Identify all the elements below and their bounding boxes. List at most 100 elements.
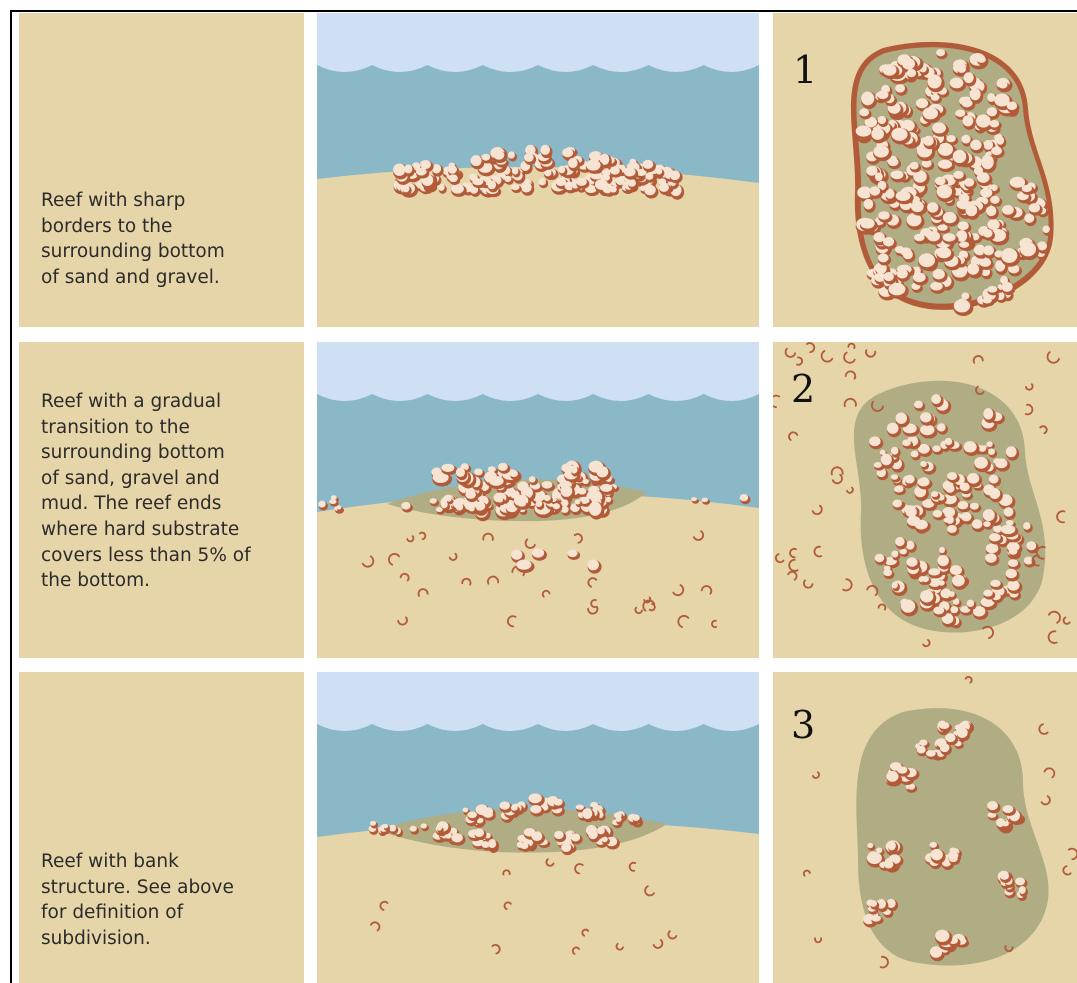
stone [964, 72, 974, 83]
pebble [804, 580, 813, 587]
stone [930, 282, 942, 291]
stone [1009, 548, 1018, 555]
stone [859, 108, 869, 116]
stone [393, 164, 406, 176]
stone [856, 125, 872, 136]
row1-description: Reef with sharp borders to the surroundi… [41, 188, 296, 290]
pebble [797, 357, 802, 364]
stone [953, 171, 963, 179]
stone [562, 148, 573, 157]
row2-profile-panel [317, 342, 759, 658]
stone [441, 501, 448, 508]
frame-top-border [10, 10, 1077, 12]
stone [430, 498, 437, 504]
stone [954, 299, 970, 312]
stone [874, 462, 882, 468]
stone [497, 497, 503, 503]
stone [600, 484, 612, 492]
stone [906, 541, 915, 550]
stone [871, 128, 884, 140]
stone [987, 286, 997, 293]
stone [932, 123, 946, 134]
stone [990, 196, 1000, 204]
stone [597, 827, 605, 835]
stone [979, 258, 991, 266]
stone [540, 145, 550, 155]
pebble [1026, 405, 1033, 415]
row2-number: 2 [791, 370, 815, 408]
stone [983, 521, 991, 527]
stone [897, 766, 907, 773]
stone [410, 826, 417, 832]
stone [915, 520, 928, 530]
stone [931, 849, 943, 860]
stone [1029, 203, 1040, 212]
stone [962, 115, 973, 126]
stone [977, 172, 990, 183]
stone [897, 269, 908, 279]
stone [931, 491, 938, 497]
stone [885, 189, 894, 198]
stone [891, 474, 898, 480]
stone [945, 438, 953, 445]
stone [456, 468, 465, 478]
stone [923, 136, 934, 146]
stone [989, 488, 1000, 499]
stone [511, 550, 522, 560]
stone [571, 833, 580, 841]
stone [932, 445, 941, 452]
stone [983, 408, 993, 419]
stone [937, 555, 948, 566]
stone [401, 502, 410, 510]
stone [891, 128, 907, 141]
stone [576, 805, 584, 810]
stone [989, 533, 1001, 541]
stone [561, 843, 571, 852]
stone [920, 590, 933, 602]
row1-profile-view [317, 13, 759, 327]
stone [989, 475, 999, 484]
stone [1006, 569, 1017, 579]
stone [987, 801, 998, 810]
pebble [1045, 768, 1055, 777]
stone [1020, 242, 1036, 257]
stone [437, 826, 442, 831]
stone [919, 253, 935, 267]
stone [933, 510, 943, 517]
stone [878, 211, 890, 219]
stone [576, 178, 587, 186]
pebble [789, 560, 797, 571]
stone [983, 140, 993, 150]
stone [553, 503, 560, 509]
stone [632, 815, 640, 821]
stone [948, 591, 954, 597]
stone [867, 852, 882, 864]
pebble [1039, 724, 1047, 734]
stone [670, 170, 680, 180]
stone [436, 507, 443, 512]
pebble [822, 351, 833, 362]
stone [946, 484, 955, 492]
stone [528, 793, 541, 803]
pebble [1049, 631, 1057, 643]
stone [943, 212, 957, 223]
row1-description-panel: Reef with sharp borders to the surroundi… [19, 13, 304, 327]
stone [1022, 185, 1032, 192]
stone [937, 423, 946, 431]
stone [937, 185, 952, 199]
stone [950, 606, 958, 613]
pebble [1057, 511, 1064, 522]
pebble [1049, 612, 1060, 623]
stone [972, 519, 983, 529]
stone [471, 155, 482, 166]
stone [967, 263, 979, 274]
stone [1001, 525, 1016, 534]
stone [964, 441, 977, 452]
pebble [844, 352, 855, 362]
stone [472, 178, 483, 185]
stone [577, 488, 586, 495]
stone [517, 501, 526, 507]
row3-plan-view [773, 672, 1077, 983]
stone [512, 167, 518, 174]
stone [988, 448, 995, 455]
